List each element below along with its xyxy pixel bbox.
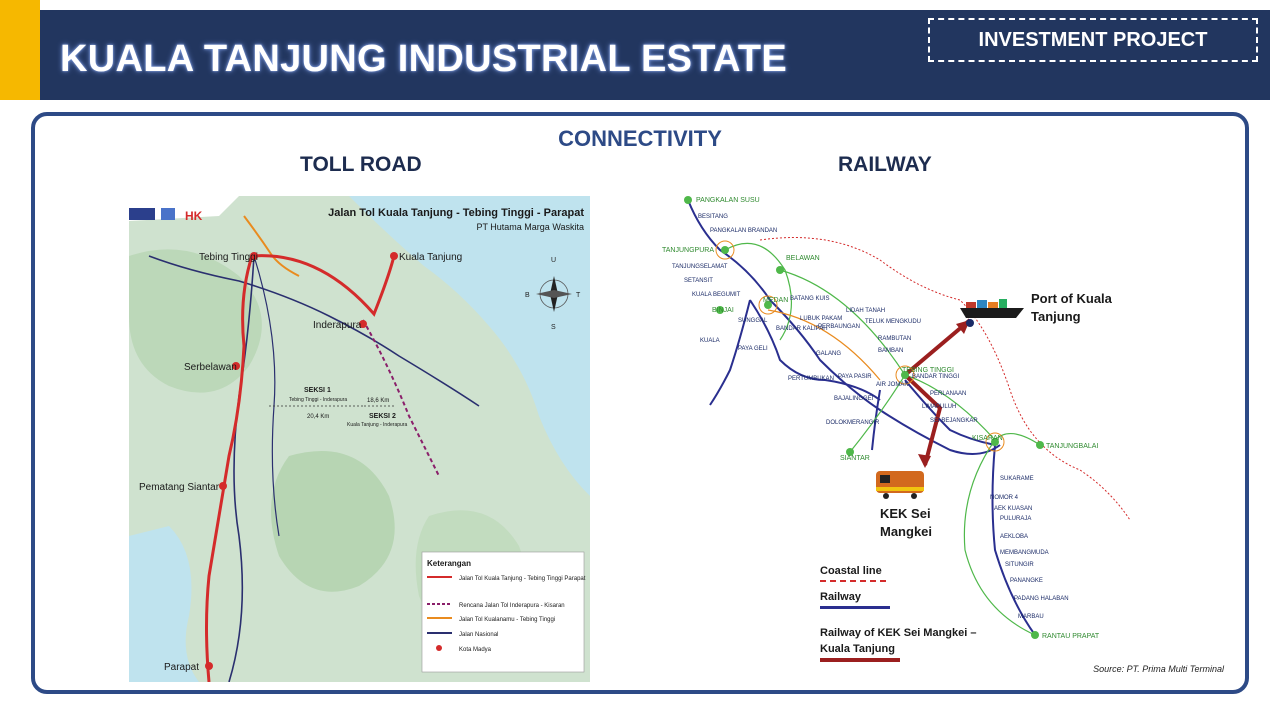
section2-sub: Kuala Tanjung - Inderapura (347, 422, 407, 428)
station-label: BAMBAN (878, 348, 903, 354)
terminal-label: TEBING TINGGI (902, 367, 954, 374)
legend-railway: Railway (820, 591, 861, 603)
kek-sei-mangkei-label: KEK Sei Mangkei (880, 506, 933, 539)
city-label: Parapat (164, 662, 199, 673)
station-label: AIR JOMAN (876, 382, 909, 388)
station-label: MEMBANGMUDA (1000, 550, 1049, 556)
city-label: Serbelawan (184, 362, 237, 373)
compass-north: U (551, 257, 556, 264)
station-label: PERBAUNGAN (818, 324, 860, 330)
station-label: SEI BEJANGKAR (930, 418, 978, 424)
terminal-label: BINJAI (712, 307, 734, 314)
station-label: BATANG KUIS (790, 296, 829, 302)
legend-item: Rencana Jalan Tol Inderapura - Kisaran (459, 603, 565, 609)
station-label: AEK KUASAN (994, 506, 1032, 512)
legend-kek-railway: Railway of KEK Sei Mangkei – Kuala Tanju… (820, 627, 977, 655)
station-label: BANDAR TINGGI (912, 374, 960, 380)
accent-bar (0, 0, 40, 100)
header-banner: KUALA TANJUNG INDUSTRIAL ESTATE INVESTME… (40, 10, 1270, 100)
terminal-label: TANJUNGBALAI (1046, 443, 1098, 450)
station-label: SETANSIT (684, 278, 713, 284)
compass-south: S (551, 324, 556, 331)
station-label: SITUNGIR (1005, 562, 1034, 568)
terminal-label: SIANTAR (840, 455, 870, 462)
legend-kek-swatch (820, 658, 900, 662)
toll-map-heading: Jalan Tol Kuala Tanjung - Tebing Tinggi … (328, 207, 584, 219)
toll-road-title: TOLL ROAD (300, 153, 422, 176)
station-label: PANGKALAN BRANDAN (710, 228, 777, 234)
legend-item: Kota Madya (459, 647, 492, 653)
station-label: LUBUK PAKAM (800, 316, 842, 322)
legend-coastal-swatch (820, 580, 886, 582)
railway-map: PANGKALAN SUSU TANJUNGPURA BELAWAN MEDAN… (662, 196, 1130, 640)
legend-item: Jalan Nasional (459, 632, 498, 638)
section1-sub: Tebing Tinggi - Inderapura (289, 397, 347, 403)
compass-west: B (525, 292, 530, 299)
station-label: DOLOKMERANGIR (826, 420, 880, 426)
station-label: PERTUMBUKAN (788, 376, 834, 382)
legend-coastal-line: Coastal line (820, 565, 882, 577)
station-label: LIMAPULUH (922, 404, 956, 410)
station-label: BANDAR KALIPAH (776, 326, 828, 332)
page-title: KUALA TANJUNG INDUSTRIAL ESTATE (60, 38, 788, 80)
toll-road-map: HK Jalan Tol Kuala Tanjung - Tebing Ting… (129, 196, 590, 682)
legend-railway-swatch (820, 606, 890, 609)
legend-item: Jalan Tol Kualanamu - Tebing Tinggi (459, 617, 555, 623)
source-note: Source: PT. Prima Multi Terminal (1093, 664, 1224, 674)
toll-legend: Keterangan Jalan Tol Kuala Tanjung - Teb… (421, 551, 586, 673)
station-label: RAMBUTAN (878, 336, 911, 342)
terminal-label: PANGKALAN SUSU (696, 197, 760, 204)
station-label: PADANG HALABAN (1014, 596, 1069, 602)
station-label: KUALA (700, 338, 720, 344)
city-label: Tebing Tinggi (199, 252, 258, 263)
station-label: BAJALINGGEI (834, 396, 874, 402)
svg-text:HK: HK (185, 209, 203, 223)
railway-title: RAILWAY (838, 153, 932, 176)
station-label: TELUK MENGKUDU (865, 319, 921, 325)
station-label: NOMOR 4 (990, 495, 1019, 501)
terminal-label: MEDAN (763, 297, 788, 304)
train-icon (876, 471, 924, 499)
terminal-label: RANTAU PRAPAT (1042, 633, 1100, 640)
station-label: PAYA GELI (738, 346, 768, 352)
station-label: PAYA PASIR (838, 374, 872, 380)
station-label: GALANG (816, 351, 841, 357)
terminal-label: BELAWAN (786, 255, 820, 262)
station-label: AEKLOBA (1000, 534, 1028, 540)
station-label: LIDAH TANAH (846, 308, 885, 314)
compass-east: T (576, 292, 581, 299)
station-label: PERLANAAN (930, 391, 966, 397)
station-label: MARBAU (1018, 614, 1044, 620)
section1-label: SEKSI 1 (304, 387, 331, 394)
section-title: CONNECTIVITY (558, 126, 722, 151)
compass-icon: U B T S (525, 257, 581, 331)
station-label: SUNGGAL (738, 318, 768, 324)
station-label: KUALA BEGUMIT (692, 292, 741, 298)
legend-item: Jalan Tol Kuala Tanjung - Tebing Tinggi … (459, 576, 586, 582)
toll-map-company: PT Hutama Marga Waskita (476, 222, 584, 232)
station-label: SUKARAME (1000, 476, 1034, 482)
section1-len: 20,4 Km (307, 414, 329, 420)
legend-title: Keterangan (427, 559, 471, 568)
station-label: TANJUNGSELAMAT (672, 264, 728, 270)
station-label: PULURAJA (1000, 516, 1031, 522)
section2-len: 18,6 Km (367, 398, 389, 404)
section2-label: SEKSI 2 (369, 413, 396, 420)
port-kuala-tanjung-label: Port of Kuala Tanjung (1031, 291, 1112, 324)
station-label: PANANGKE (1010, 578, 1043, 584)
city-label: Kuala Tanjung (399, 252, 462, 263)
city-label: Pematang Siantar (139, 482, 220, 493)
terminal-label: KISARAN (972, 435, 1003, 442)
terminal-label: TANJUNGPURA (662, 247, 714, 254)
ship-icon (960, 299, 1024, 318)
station-label: BESITANG (698, 214, 728, 220)
city-label: Inderapura (313, 320, 362, 331)
investment-project-tag: INVESTMENT PROJECT (928, 18, 1258, 62)
